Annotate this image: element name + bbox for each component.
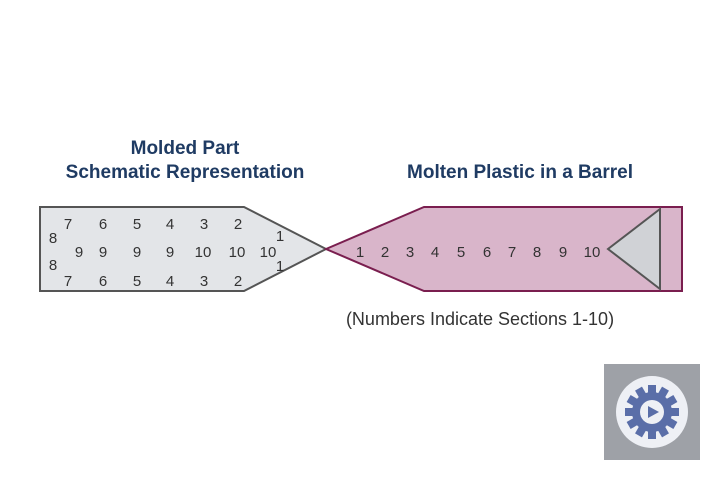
part-mid-label: 10 (229, 244, 246, 261)
part-bottom-label: 4 (166, 273, 174, 290)
barrel-section-label: 6 (483, 244, 491, 261)
gear-play-icon (616, 376, 688, 448)
part-bottom-label: 7 (64, 273, 72, 290)
part-bottom-label: 2 (234, 273, 242, 290)
molded-part-title-line1: Molded Part (130, 138, 240, 159)
barrel-section-label: 8 (533, 244, 541, 261)
part-right-label: 1 (276, 228, 284, 245)
part-mid-label: 9 (133, 244, 141, 261)
part-bottom-label: 3 (200, 273, 208, 290)
part-bottom-label: 5 (133, 273, 141, 290)
part-top-label: 7 (64, 216, 72, 233)
barrel-section-label: 3 (406, 244, 414, 261)
barrel-shape (323, 206, 683, 292)
sections-caption: (Numbers Indicate Sections 1-10) (345, 309, 615, 329)
part-top-label: 6 (99, 216, 107, 233)
part-left-label: 8 (49, 257, 57, 274)
part-bottom-label: 6 (99, 273, 107, 290)
barrel-title: Molten Plastic in a Barrel (407, 162, 633, 183)
barrel-section-label: 10 (584, 244, 601, 261)
molded-part-shape (39, 206, 329, 292)
barrel-section-label: 9 (559, 244, 567, 261)
part-mid-label: 10 (260, 244, 277, 261)
barrel-section-label: 7 (508, 244, 516, 261)
barrel-section-label: 2 (381, 244, 389, 261)
plunger-tip-shape (606, 206, 661, 292)
part-top-label: 5 (133, 216, 141, 233)
part-mid-row: 9 9 9 9 10 10 10 (75, 244, 277, 261)
part-top-label: 3 (200, 216, 208, 233)
barrel-section-label: 1 (356, 244, 364, 261)
part-top-row: 7 6 5 4 3 2 (64, 216, 242, 233)
part-mid-label: 9 (99, 244, 107, 261)
barrel-section-label: 4 (431, 244, 439, 261)
barrel-section-label: 5 (457, 244, 465, 261)
part-right-label: 1 (276, 258, 284, 275)
part-top-label: 2 (234, 216, 242, 233)
part-left-label: 8 (49, 230, 57, 247)
part-mid-label: 10 (195, 244, 212, 261)
part-top-label: 4 (166, 216, 174, 233)
barrel-numbers: 1 2 3 4 5 6 7 8 9 10 (356, 244, 601, 261)
part-mid-label: 9 (75, 244, 83, 261)
part-mid-label: 9 (166, 244, 174, 261)
part-bottom-row: 7 6 5 4 3 2 (64, 273, 242, 290)
molded-part-title-line2: Schematic Representation (65, 162, 305, 183)
play-badge[interactable] (604, 364, 700, 460)
